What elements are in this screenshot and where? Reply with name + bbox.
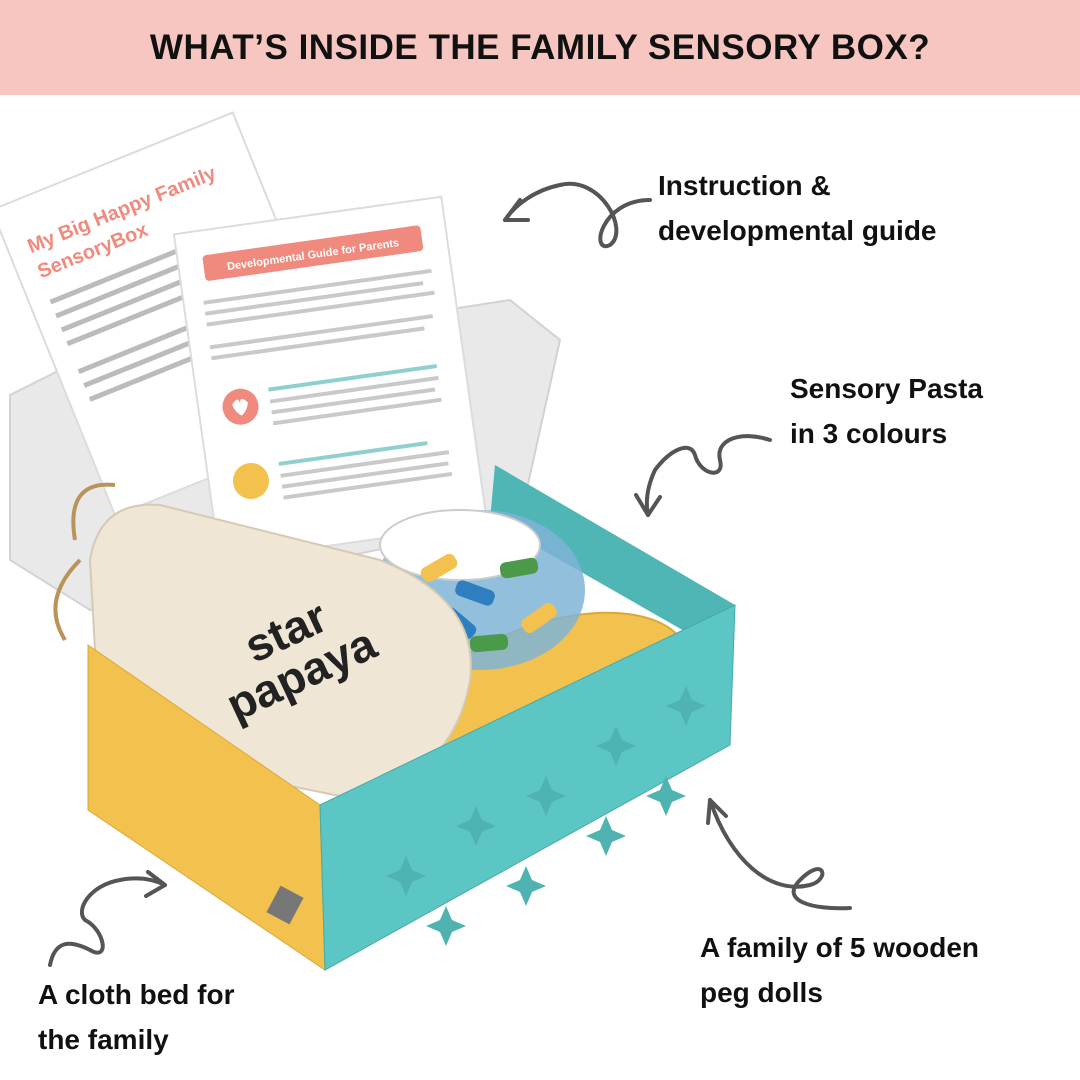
arrow-to-guide (503, 181, 652, 249)
label-cloth-bed-line2: the family (38, 1024, 169, 1055)
label-instruction-guide-line2: developmental guide (658, 215, 937, 246)
label-sensory-pasta: Sensory Pasta in 3 colours (790, 366, 983, 456)
label-peg-dolls-line2: peg dolls (700, 977, 823, 1008)
arrow-to-bed (48, 870, 167, 967)
box-front-side (319, 604, 736, 971)
developmental-guide-document: Developmental Guide for Parents (172, 195, 489, 563)
label-instruction-guide-line1: Instruction & (658, 170, 831, 201)
arrow-to-dolls (706, 798, 852, 911)
header-banner: WHAT’S INSIDE THE FAMILY SENSORY BOX? (0, 0, 1080, 95)
box-back-wall (490, 465, 735, 640)
label-sensory-pasta-line2: in 3 colours (790, 418, 948, 449)
label-instruction-guide: Instruction & developmental guide (658, 163, 937, 253)
label-peg-dolls-line1: A family of 5 wooden (700, 932, 979, 963)
qr-code (266, 885, 304, 925)
label-peg-dolls: A family of 5 wooden peg dolls (700, 925, 979, 1015)
arrow-to-pasta (634, 434, 772, 517)
page-title: WHAT’S INSIDE THE FAMILY SENSORY BOX? (149, 27, 931, 67)
label-cloth-bed-line1: A cloth bed for (38, 979, 235, 1010)
box-star-pattern (386, 686, 706, 946)
label-cloth-bed: A cloth bed for the family (38, 972, 235, 1062)
label-sensory-pasta-line1: Sensory Pasta (790, 373, 983, 404)
